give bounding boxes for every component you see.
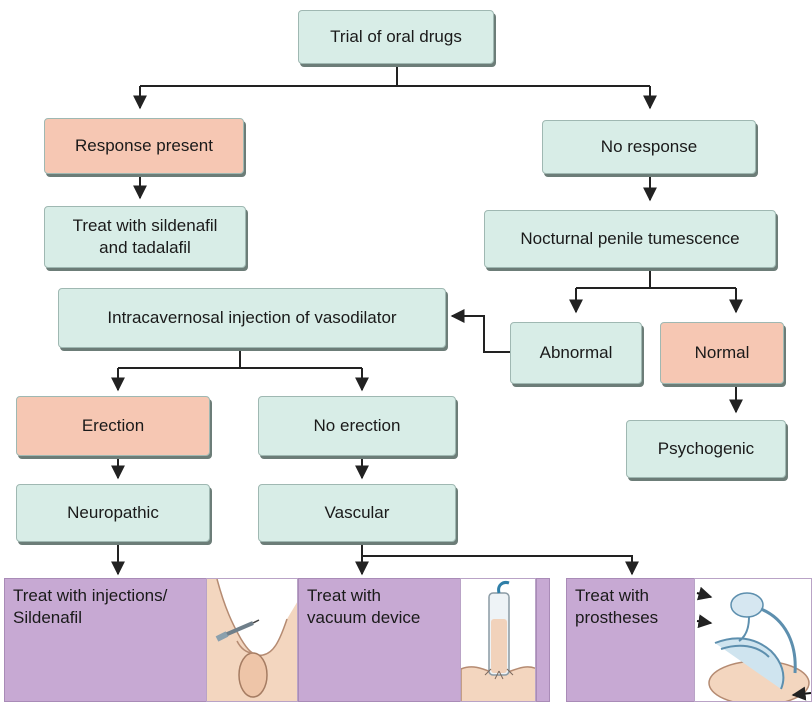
node-neuropathic: Neuropathic [16, 484, 210, 542]
node-no-response-label: No response [600, 137, 698, 156]
edge-vascular-branch [362, 555, 639, 576]
vacuum-device-illustration-icon [460, 578, 536, 702]
node-vascular-label: Vascular [324, 503, 390, 522]
node-vascular: Vascular [258, 484, 456, 542]
treatment-vacuum-panel: Treat with vacuum device [298, 578, 462, 702]
treatment-injections-panel: Treat with injections/ Sildenafil [4, 578, 208, 702]
node-normal-label: Normal [694, 343, 750, 362]
node-npt-label: Nocturnal penile tumescence [520, 229, 740, 248]
node-no-response: No response [542, 120, 756, 174]
node-neuropathic-label: Neuropathic [67, 503, 159, 522]
node-erection-label: Erection [81, 416, 145, 435]
node-response-present-label: Response present [75, 136, 213, 155]
node-nocturnal-penile-tumescence: Nocturnal penile tumescence [484, 210, 776, 268]
node-psychogenic-label: Psychogenic [657, 439, 755, 458]
node-abnormal: Abnormal [510, 322, 642, 384]
edge-abnormal-to-intracavernosal [450, 309, 512, 353]
node-erection: Erection [16, 396, 210, 456]
node-psychogenic: Psychogenic [626, 420, 786, 478]
node-trial-of-oral-drugs: Trial of oral drugs [298, 10, 494, 64]
node-no-erection-label: No erection [313, 416, 401, 435]
node-treat-sildenafil-label: Treat with sildenafil and tadalafil [72, 216, 218, 257]
treatment-vacuum-label: Treat with vacuum device [307, 586, 421, 627]
node-no-erection: No erection [258, 396, 456, 456]
node-normal: Normal [660, 322, 784, 384]
treatment-prostheses-label: Treat with prostheses [575, 586, 659, 627]
node-response-present: Response present [44, 118, 244, 174]
treatment-injections-label: Treat with injections/ Sildenafil [13, 586, 168, 627]
penile-prosthesis-illustration-icon [694, 578, 812, 702]
node-abnormal-label: Abnormal [539, 343, 613, 362]
node-treat-sildenafil-tadalafil: Treat with sildenafil and tadalafil [44, 206, 246, 268]
node-intracavernosal-injection: Intracavernosal injection of vasodilator [58, 288, 446, 348]
injection-illustration-icon [206, 578, 298, 702]
node-trial-label: Trial of oral drugs [330, 27, 462, 46]
treatment-prostheses-panel: Treat with prostheses [566, 578, 696, 702]
vacuum-panel-divider [536, 578, 550, 702]
node-intracavernosal-label: Intracavernosal injection of vasodilator [107, 308, 397, 327]
